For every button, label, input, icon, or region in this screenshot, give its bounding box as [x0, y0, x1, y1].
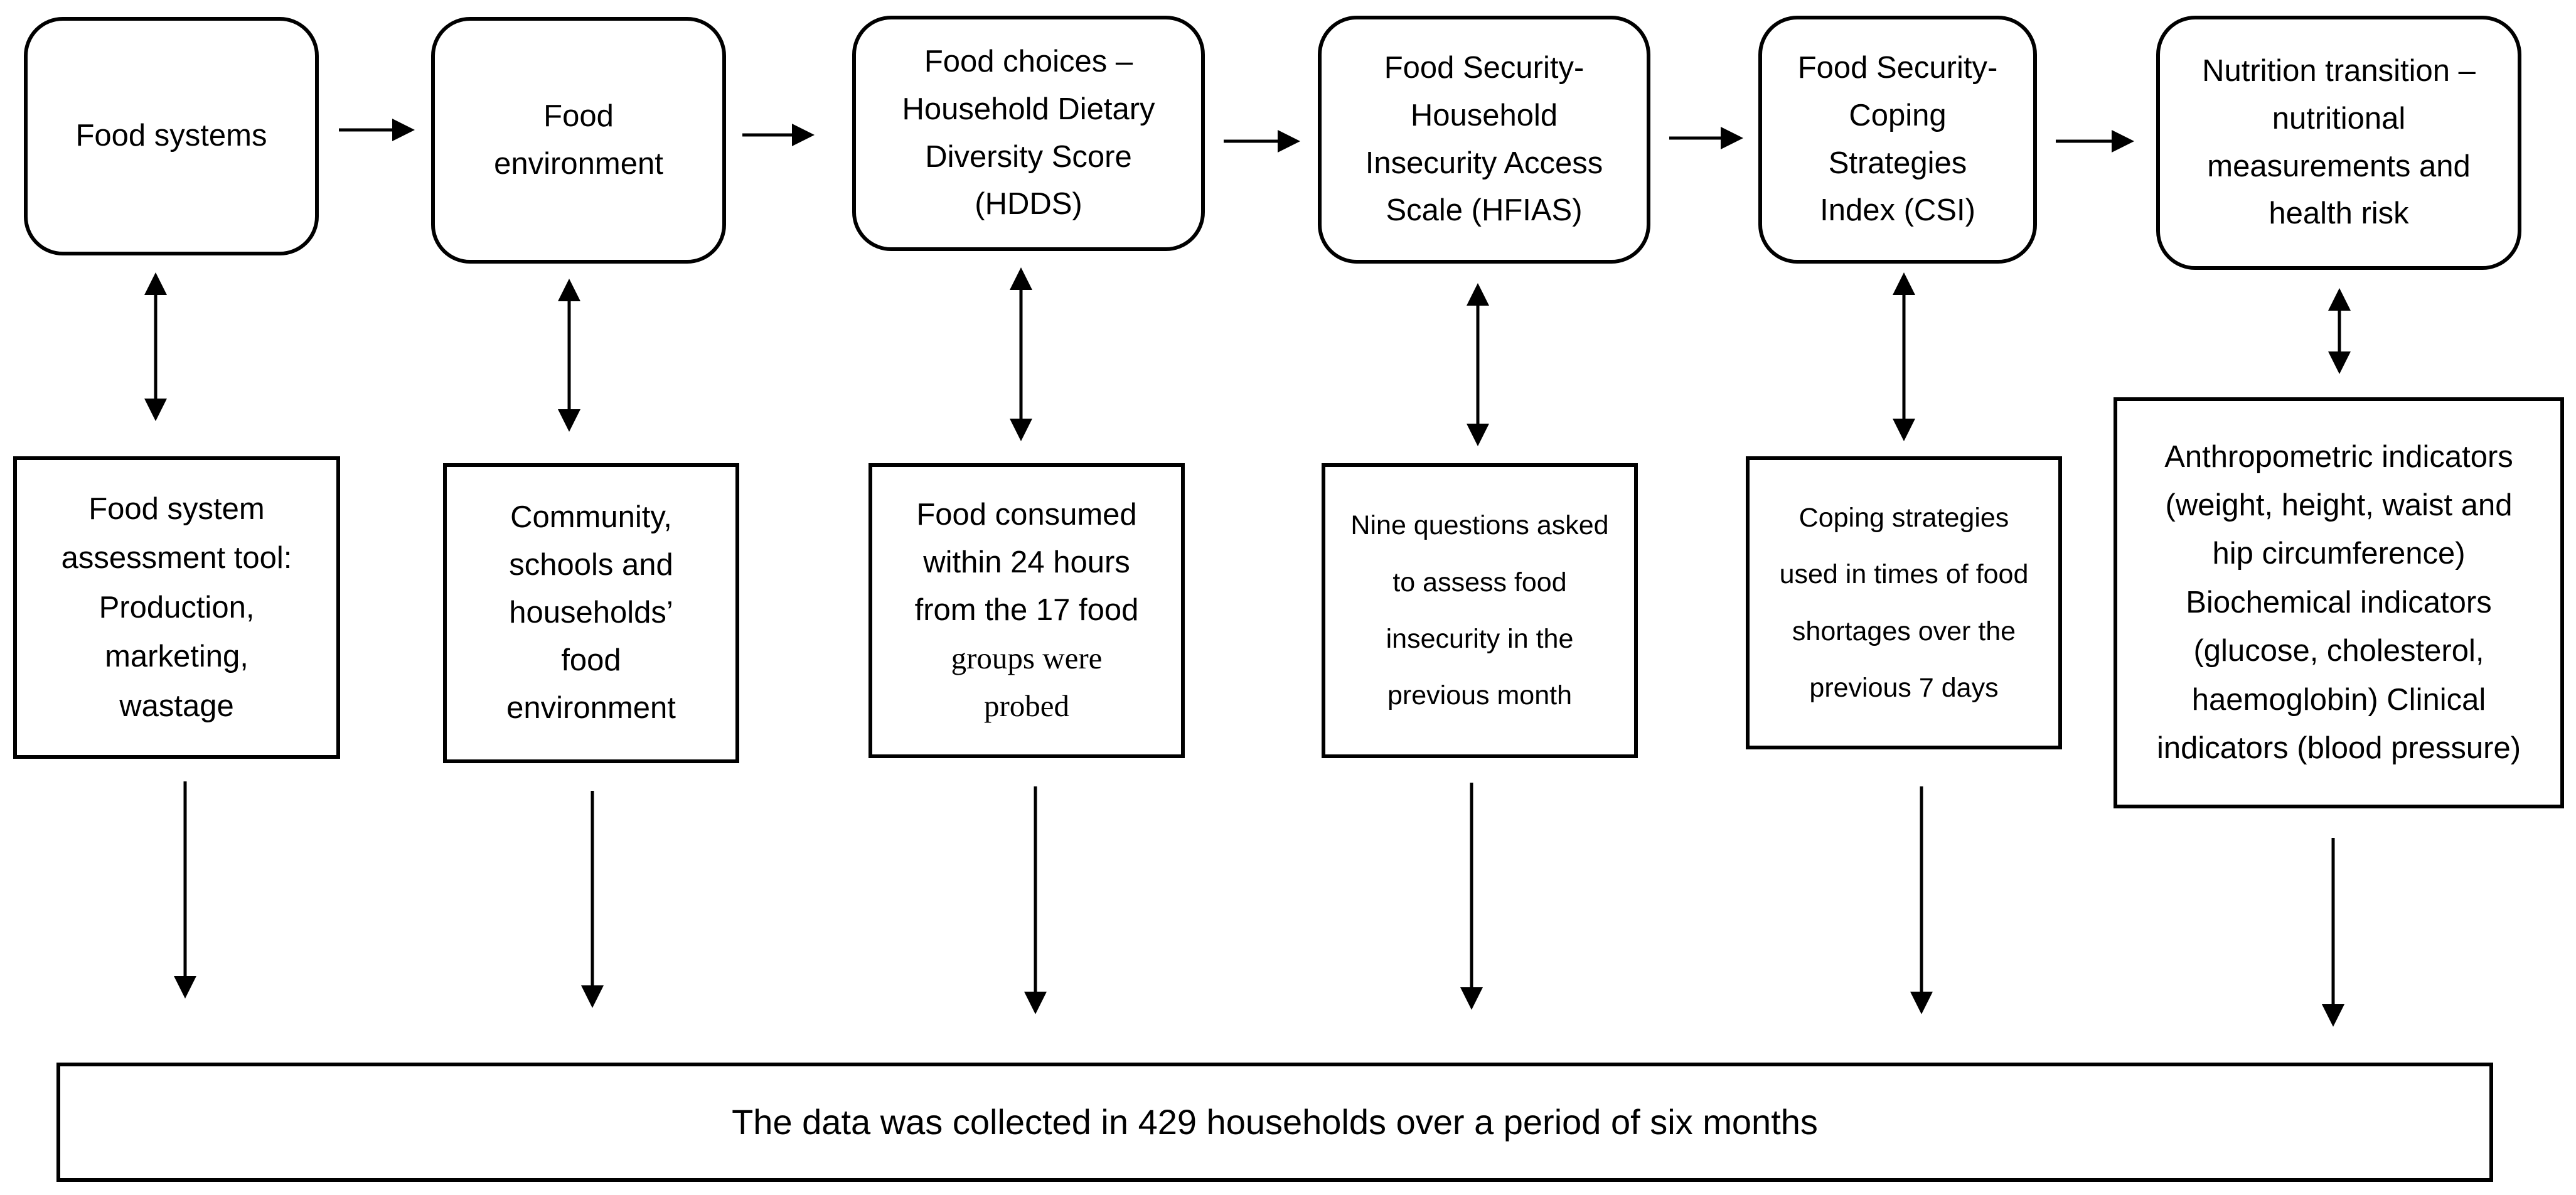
stage-box-nutrition-transition: Nutrition transition – nutritional measu… [2156, 16, 2521, 270]
stage-title: Food choices – Household Dietary Diversi… [902, 44, 1155, 222]
footer-text: The data was collected in 429 households… [732, 1101, 1818, 1142]
description-box-nutrition-transition: Anthropometric indicators (weight, heigh… [2114, 397, 2564, 808]
stage-title: Food environment [494, 99, 663, 181]
description-text: Food system assessment tool: Production,… [61, 492, 292, 723]
stage-title: Food systems [75, 119, 267, 153]
description-box-food-choices: Food consumed within 24 hours from the 1… [868, 463, 1185, 758]
description-text: Community, schools and households’ food … [506, 500, 676, 725]
description-text: groups were probed [951, 640, 1103, 723]
footer-box: The data was collected in 429 households… [56, 1063, 2493, 1182]
stage-title: Nutrition transition – nutritional measu… [2202, 53, 2476, 231]
description-text: Coping strategies used in times of food … [1779, 502, 2029, 703]
description-box-food-environment: Community, schools and households’ food … [443, 463, 739, 763]
description-text: Food consumed within 24 hours from the 1… [914, 498, 1139, 628]
description-text: Nine questions asked to assess food inse… [1350, 510, 1609, 711]
stage-box-food-environment: Food environment [431, 17, 726, 264]
description-text: Anthropometric indicators (weight, heigh… [2156, 439, 2521, 766]
description-box-hfias: Nine questions asked to assess food inse… [1322, 463, 1638, 758]
stage-box-food-systems: Food systems [24, 17, 319, 255]
description-box-csi: Coping strategies used in times of food … [1746, 456, 2062, 749]
stage-box-csi: Food Security-Coping Strategies Index (C… [1758, 16, 2037, 264]
stage-title: Food Security-Coping Strategies Index (C… [1797, 50, 1998, 228]
stage-box-hfias: Food Security-Household Insecurity Acces… [1318, 16, 1650, 264]
description-box-food-systems: Food system assessment tool: Production,… [13, 456, 340, 759]
stage-box-food-choices: Food choices – Household Dietary Diversi… [852, 16, 1205, 251]
stage-title: Food Security-Household Insecurity Acces… [1365, 50, 1603, 228]
